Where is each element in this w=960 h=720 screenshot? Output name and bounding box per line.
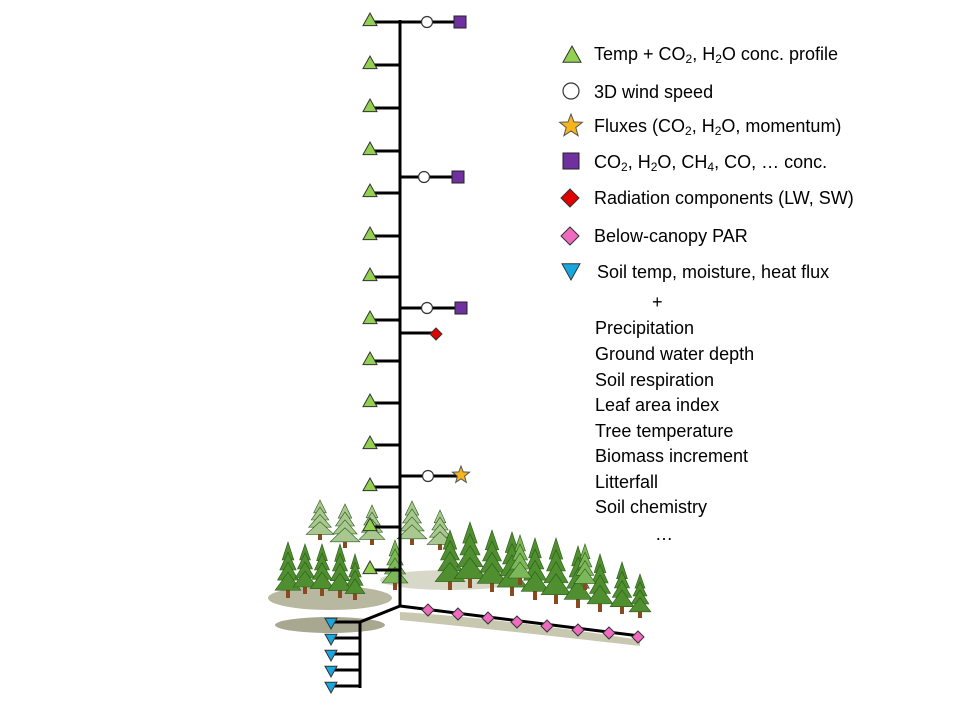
temp-co2-h2o-profile-sensor [362,350,378,366]
soil-sensor [324,617,338,631]
temp-co2-h2o-profile-sensor [362,559,378,575]
below-canopy-par-sensor [451,607,465,621]
conifer-tree [309,543,335,596]
tower-arms [372,20,461,572]
temp-co2-h2o-profile-sensor [362,309,378,325]
conifer-tree [540,537,572,604]
sensor-markers [324,11,645,695]
extra-measurement-item: Leaf area index [595,395,720,415]
wind-speed-sensor [420,15,434,29]
extra-measurement-item: Soil chemistry [595,497,708,517]
gas-concentration-sensor [451,170,465,184]
conifer-tree [628,573,652,618]
temp-co2-h2o-profile-sensor [362,182,378,198]
soil-sensor [324,665,338,679]
soil-sensor [324,649,338,663]
extra-measurement-item: Soil respiration [595,370,715,390]
orange-star-icon [558,112,584,137]
conifer-tree [381,539,409,590]
purple-square-icon [562,152,580,170]
conifer-tree [586,553,614,612]
below-canopy-par-sensor [510,615,524,629]
below-canopy-par-sensor [631,630,645,644]
legend-icons [558,44,584,282]
conifer-tree [476,529,508,592]
wind-speed-sensor [417,170,431,184]
legend-item: Temp + CO2, H2O conc. profile [594,44,838,66]
wind-speed-sensor [420,301,434,315]
background-tree [329,503,361,548]
conifer-tree [327,542,353,598]
legend-item: CO2, H2O, CH4, CO, … conc. [594,152,828,174]
background-tree [396,500,428,545]
ellipsis: … [655,524,673,544]
below-canopy-par-sensor [540,619,554,633]
extra-measurement-item: Litterfall [595,472,659,492]
below-canopy-par-sensor [481,611,495,625]
extra-measurement-item: Precipitation [595,318,695,338]
temp-co2-h2o-profile-sensor [362,140,378,156]
temp-co2-h2o-profile-sensor [362,225,378,241]
conifer-tree [292,543,318,594]
wind-speed-sensor [421,469,435,483]
extra-measurement-item: Ground water depth [595,344,755,364]
soil-probe-arms [332,620,360,688]
below-canopy-par-sensor [421,603,435,617]
temp-co2-h2o-profile-sensor [362,54,378,70]
conifer-tree [609,561,635,614]
conifer-tree [507,534,533,585]
soil-sensor [324,633,338,647]
background-tree [305,499,335,540]
gas-concentration-sensor [454,301,468,315]
temp-co2-h2o-profile-sensor [362,97,378,113]
temp-co2-h2o-profile-sensor [362,516,378,532]
temp-co2-h2o-profile-sensor [362,434,378,450]
legend-item: Fluxes (CO2, H2O, momentum) [594,116,842,138]
pink-diamond-icon [560,226,580,246]
legend-item: Below-canopy PAR [594,226,748,246]
conifer-tree [344,552,366,600]
plus-sign: + [652,292,663,312]
flux-sensor [451,464,471,484]
legend-item: Radiation components (LW, SW) [594,188,854,208]
white-circle-icon [562,82,580,100]
conifer-tree [274,541,302,598]
green-triangle-icon [562,44,582,63]
radiation-sensor [429,327,443,341]
conifer-tree [453,521,487,588]
temp-co2-h2o-profile-sensor [362,476,378,492]
temp-co2-h2o-profile-sensor [362,266,378,282]
extra-measurement-item: Tree temperature [595,421,734,441]
soil-sensor [324,681,338,695]
legend-item: Soil temp, moisture, heat flux [597,262,830,282]
blue-down-triangle-icon [561,263,581,282]
temp-co2-h2o-profile-sensor [362,11,378,27]
below-canopy-par-sensor [571,623,585,637]
legend-item: 3D wind speed [594,82,714,102]
conifer-tree [573,543,597,590]
red-diamond-icon [560,188,580,208]
below-canopy-par-sensor [602,626,616,640]
gas-concentration-sensor [453,15,467,29]
temp-co2-h2o-profile-sensor [362,392,378,408]
extra-measurement-item: Biomass increment [595,446,749,466]
